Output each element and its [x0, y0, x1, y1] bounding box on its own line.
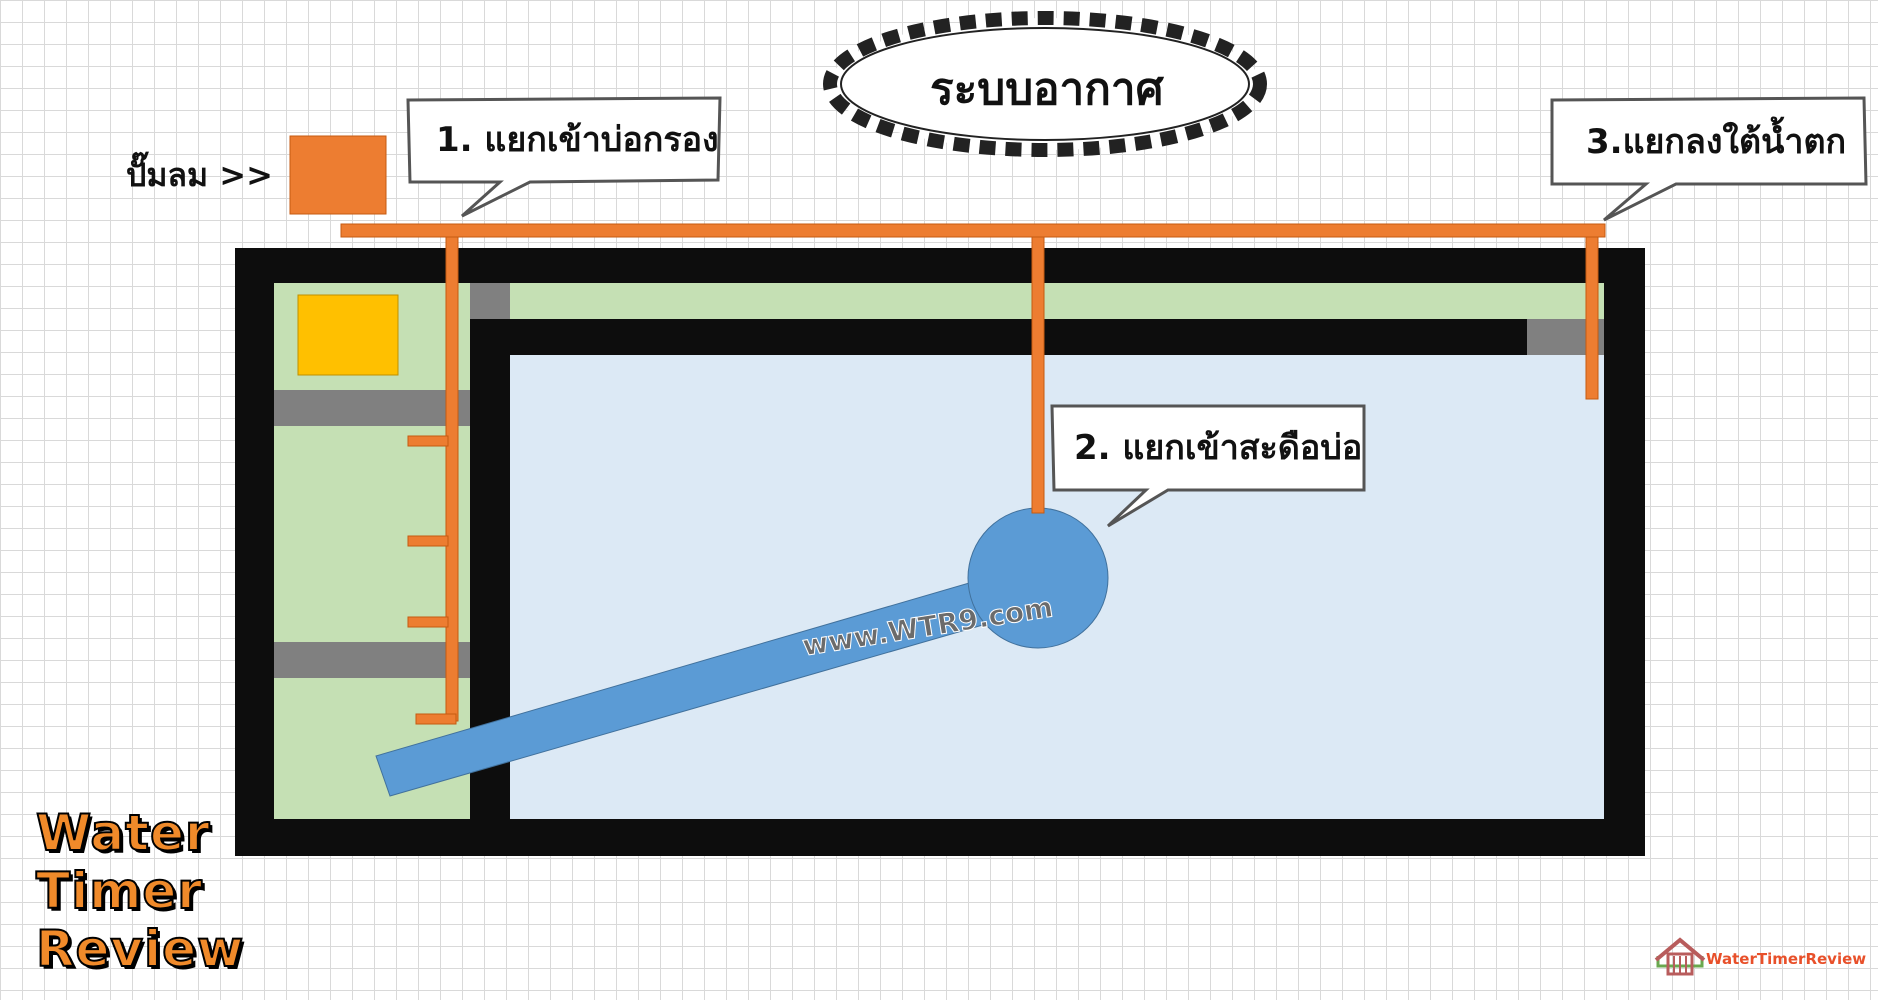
brand-name: WaterTimerReview: [1706, 950, 1867, 968]
title-bubble: [823, 11, 1267, 157]
logo-line-water: Water: [35, 804, 211, 862]
air-stone-4: [415, 713, 457, 725]
filter-mesh-lower: [274, 642, 470, 678]
channel-gate-left: [470, 283, 510, 319]
logo-line-timer: Timer: [35, 862, 203, 920]
diagram-title: ระบบอากาศ: [930, 64, 1164, 115]
callout-2-text: 2. แยกเข้าสะดือบ่อ: [1074, 428, 1363, 468]
branch-pipe-filter: [445, 236, 459, 722]
air-pump-label: ปั๊มลม >>: [126, 156, 273, 194]
callout-3-bubble: [1550, 96, 1868, 222]
main-air-pipe: [340, 223, 1606, 238]
air-stone-3: [407, 616, 449, 628]
air-pump: [289, 135, 387, 215]
logo-line-review: Review: [35, 920, 245, 978]
branch-pipe-drain: [1031, 236, 1045, 514]
callout-1-bubble: [406, 96, 722, 218]
air-stone-1: [407, 435, 449, 447]
filter-mesh-upper: [274, 390, 470, 426]
callout-3-text: 3.แยกลงใต้น้ำตก: [1586, 122, 1847, 162]
callout-2-bubble: [1050, 404, 1366, 528]
branch-pipe-waterfall: [1585, 236, 1599, 400]
callout-1-text: 1. แยกเข้าบ่อกรอง: [436, 120, 719, 160]
air-stone-2: [407, 535, 449, 547]
air-pipes: [340, 223, 1606, 725]
brand-house-icon: [1654, 937, 1706, 976]
filter-box: [297, 294, 399, 376]
